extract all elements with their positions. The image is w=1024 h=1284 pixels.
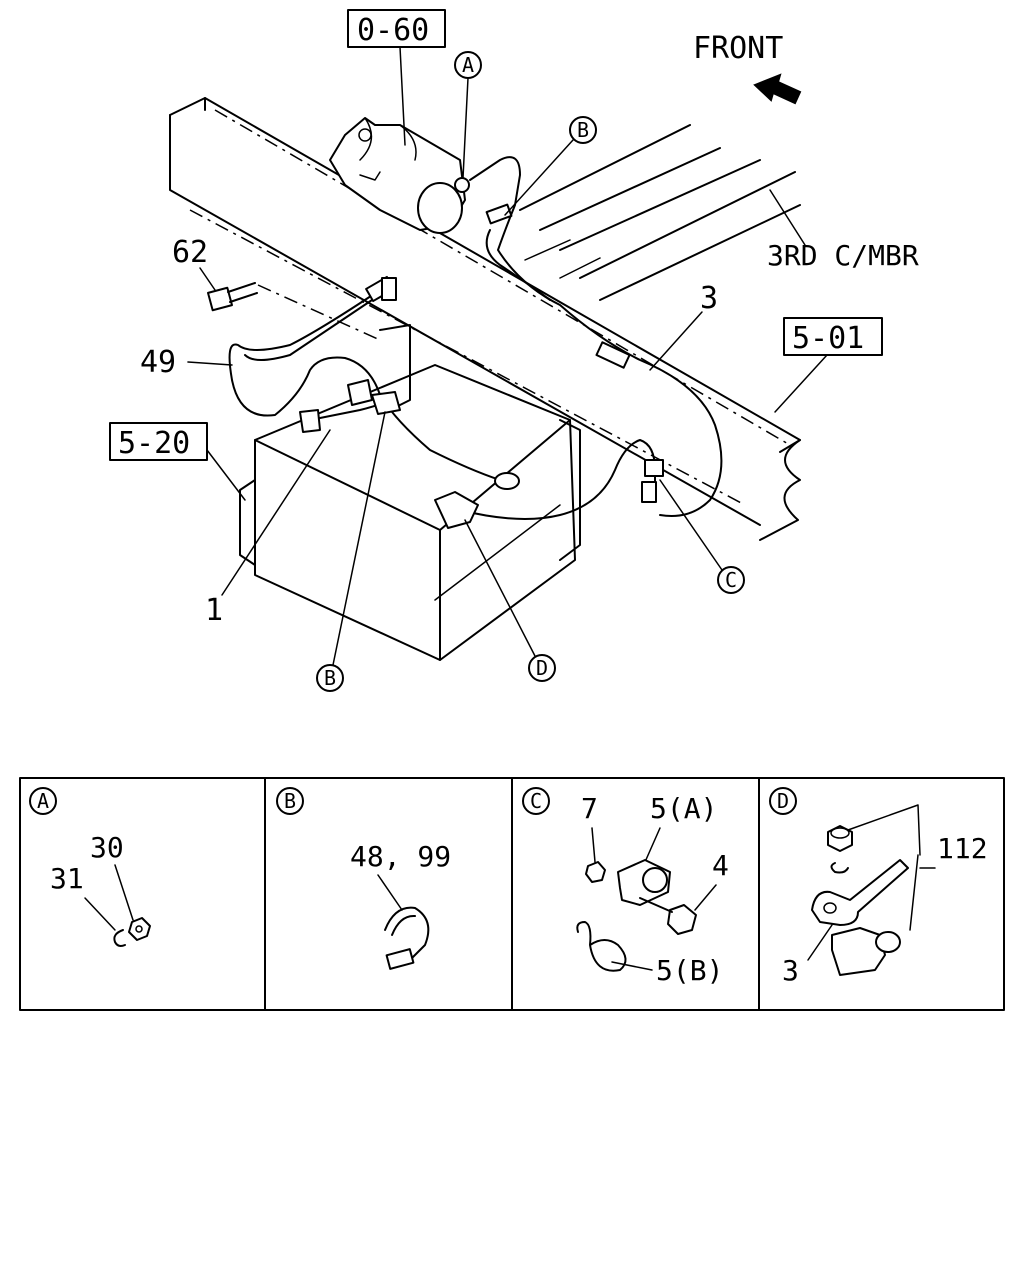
starter-cable [469,156,723,517]
ref-frame-leader [774,354,828,413]
panel-a-leader-30 [114,864,134,921]
cable-3-connector [595,341,631,369]
panel-b-leader [377,874,403,911]
callout-d-leader [464,519,536,657]
clip-b-upper [485,203,513,225]
panel-c-leader-5b [611,961,653,971]
panel-a-letter: A [37,789,49,813]
battery-post-icon [831,927,886,976]
battery [239,324,581,661]
cable-terminal-icon [811,859,909,926]
panel-a-leader-31 [84,897,116,931]
cable-49-terminal [494,472,520,490]
panel-b-letter: B [284,789,296,813]
panel-c-leader-4 [694,884,717,911]
panel-d-letter: D [777,789,789,813]
front-arrow-icon [753,73,802,105]
callout-a-leader [462,77,469,179]
part-49-label: 49 [140,345,176,380]
bolt-4-icon [667,904,697,935]
crossmember-leader [769,189,806,246]
callout-b-lower-leader [332,411,386,666]
ref-frame-text: 5-01 [792,321,864,356]
callout-b-upper [569,116,597,144]
part-1-leader [221,429,331,596]
terminal-neg [347,379,373,406]
panel-c-callout [522,787,550,815]
panel-d-leader-112 [847,804,936,869]
nut-icon [128,917,151,941]
ref-tray-text: 5-20 [118,426,190,461]
ref-box-starter [347,9,446,48]
detail-panel-a: A 30 31 [29,787,151,947]
cable-tie-icon [384,906,430,961]
terminal-nut-a [454,177,470,193]
callout-c-text: C [725,568,737,592]
panel-c-leader-7 [591,827,596,863]
panel-a-label-30: 30 [90,831,124,864]
callout-d [528,654,556,682]
terminal-d [434,491,479,529]
panel-a-callout [29,787,57,815]
ref-box-frame [783,317,883,356]
part-3-label: 3 [700,281,718,316]
panel-d-leader-3 [807,924,833,961]
panel-b-callout [276,787,304,815]
panel-d-label-3: 3 [782,954,799,987]
panel-c-letter: C [530,789,542,813]
ref-tray-leader [206,449,246,501]
ref-starter-leader [399,46,406,146]
callout-b-upper-leader [504,139,574,216]
spring-washer-icon [830,862,849,874]
starter-cable-inner [485,229,551,301]
panel-b-label: 48, 99 [350,840,451,873]
part-62-leader [199,267,216,291]
panel-c-label-7: 7 [581,792,598,825]
callout-c-leader [659,479,723,571]
crossmember-label: 3RD C/MBR [767,239,919,272]
part-49-leader [187,361,233,366]
battery-cable-49 [228,289,501,481]
clip-b-lower [371,391,401,415]
positive-cable [459,439,656,520]
panel-c-label-5b: 5(B) [656,954,723,987]
terminal-1 [299,409,321,433]
part-62-label: 62 [172,235,208,270]
detail-panel-b: B 48, 99 [276,787,451,970]
callout-c [717,566,745,594]
panel-c-leader-5a [644,827,661,863]
panel-a-label-31: 31 [50,862,84,895]
front-label: FRONT [693,31,783,66]
cross-member [519,124,801,301]
washer-icon [113,929,126,947]
panel-d-callout [769,787,797,815]
small-nut-icon [585,861,606,883]
ref-box-battery-tray [109,422,208,461]
part-1-label: 1 [205,593,223,628]
callout-b-lower-text: B [324,666,336,690]
battery-cable-49-inner [244,297,376,361]
part-3-leader [649,311,703,371]
callout-b-upper-text: B [577,118,589,142]
panel-d-label-112: 112 [937,832,988,865]
callout-d-text: D [536,656,548,680]
bolt-62 [207,282,381,341]
callout-b-lower [316,664,344,692]
panel-d-leader-112b [909,854,919,931]
panel-c-label-4: 4 [712,849,729,882]
frame-bracket [381,277,397,301]
detail-panels [19,777,1005,1011]
detail-panel-d: D 112 3 [769,787,988,987]
ref-starter-text: 0-60 [357,13,429,48]
callout-a-text: A [462,53,474,77]
cable-c-sleeve [641,481,657,503]
starter-motor [329,117,466,234]
panel-c-label-5a: 5(A) [650,792,717,825]
clip-c [644,459,664,477]
p-clip-icon [576,921,627,972]
detail-panel-c: C 7 5(A) 4 5(B) [522,787,729,987]
